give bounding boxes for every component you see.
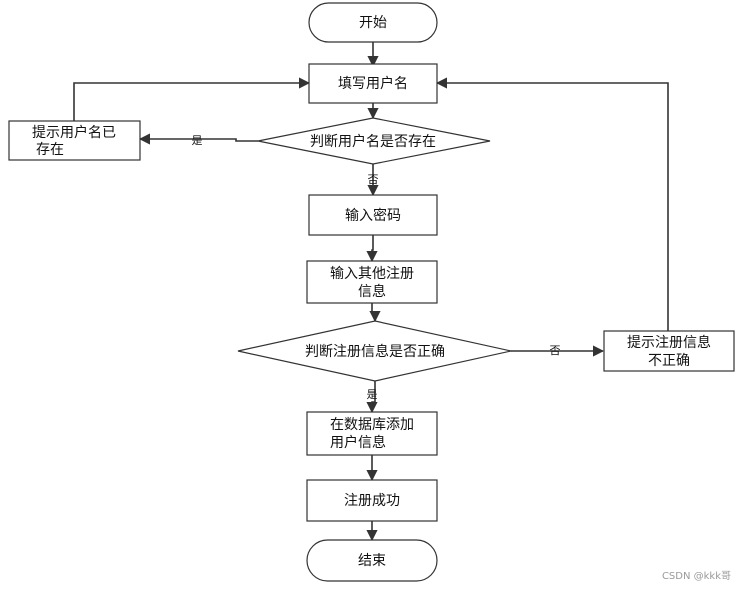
check-info-label: 判断注册信息是否正确 (305, 343, 445, 360)
enter-other-info-label-line2: 信息 (358, 283, 386, 300)
check-username-shape (257, 117, 491, 165)
check-username-node: 判断用户名是否存在 (257, 117, 491, 165)
edge-label-username-yes: 是 (192, 134, 203, 147)
notice-incorrect-label-line2: 不正确 (648, 353, 690, 369)
enter-other-info-shape (306, 260, 438, 304)
start-shape (308, 2, 438, 43)
enter-other-info-label-line1: 输入其他注册 (330, 266, 414, 282)
add-db-label-line2: 用户信息 (330, 434, 386, 451)
edge-label-info-yes: 是 (367, 388, 378, 401)
edge-check-info-yes (366, 381, 378, 414)
watermark-text: CSDN @kkk哥 (662, 570, 731, 582)
end-node: 结束 (306, 539, 438, 582)
start-node: 开始 (308, 2, 438, 43)
success-node: 注册成功 (306, 479, 438, 522)
enter-password-shape (308, 194, 438, 236)
end-shape (306, 539, 438, 582)
notice-incorrect-label-line1: 提示注册信息 (627, 334, 711, 351)
fill-username-node: 填写用户名 (308, 63, 438, 104)
check-info-node: 判断注册信息是否正确 (237, 320, 512, 382)
edge-label-info-no: 否 (550, 344, 561, 357)
add-db-node: 在数据库添加 用户信息 (306, 411, 438, 456)
check-info-shape (237, 320, 512, 382)
notice-exists-node: 提示用户名已 存在 (8, 120, 141, 161)
notice-incorrect-node: 提示注册信息 不正确 (603, 330, 735, 372)
enter-password-node: 输入密码 (308, 194, 438, 236)
notice-exists-label-line2: 存在 (36, 142, 64, 158)
success-label: 注册成功 (344, 493, 400, 509)
enter-other-info-node: 输入其他注册 信息 (306, 260, 438, 304)
notice-exists-shape (8, 120, 141, 161)
start-label: 开始 (359, 15, 387, 31)
notice-exists-label-line1: 提示用户名已 (32, 124, 116, 141)
edge-check-username-yes (138, 133, 258, 145)
notice-incorrect-shape (603, 330, 735, 372)
connectors (73, 42, 669, 542)
edge-notice-exists-loop (73, 77, 311, 121)
check-username-label: 判断用户名是否存在 (310, 133, 436, 150)
end-label: 结束 (358, 553, 386, 569)
edge-password-to-other-info (366, 235, 378, 263)
edge-notice-incorrect-loop (435, 77, 669, 331)
fill-username-shape (308, 63, 438, 104)
fill-username-label: 填写用户名 (338, 75, 408, 92)
edge-other-info-to-check-info (369, 303, 381, 323)
add-db-label-line1: 在数据库添加 (330, 417, 414, 433)
edge-label-username-no: 否 (368, 173, 379, 186)
add-db-shape (306, 411, 438, 456)
enter-password-label: 输入密码 (345, 207, 401, 224)
success-shape (306, 479, 438, 522)
